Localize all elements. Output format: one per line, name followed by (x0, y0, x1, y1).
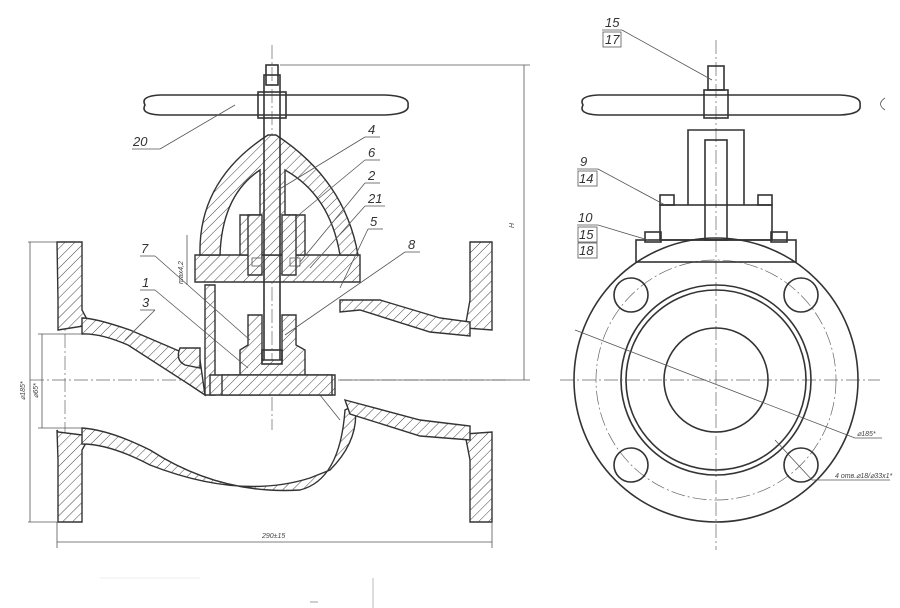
left-flange (56, 241, 92, 331)
front-view: 15 17 9 14 10 15 18 ⌀185* 4 отв.⌀18/⌀33x… (560, 15, 892, 550)
body-upper-wall (81, 317, 206, 397)
stem-front (704, 139, 728, 241)
callout-3: 3 (142, 295, 150, 310)
flange-diameter-dimension: ⌀185* (20, 381, 27, 400)
max-gap-dimension: max4,2 (178, 261, 185, 284)
section-view: H max4,2 ⌀185* ⌀65* 290±15 20 4 6 2 21 (20, 45, 530, 548)
bolt-circle (595, 259, 837, 501)
callout-6: 6 (368, 145, 376, 160)
callouts-right: 15 17 9 14 10 15 18 (577, 15, 713, 259)
bonnet-dome (199, 134, 359, 256)
callout-15-top: 15 (605, 15, 620, 30)
front-flange-diameter: ⌀185* (857, 431, 876, 438)
bottom-marks (100, 577, 374, 608)
callout-1: 1 (142, 275, 149, 290)
length-dimension: 290±15 (261, 533, 285, 540)
callout-9: 9 (580, 154, 587, 169)
valve-disc (239, 314, 306, 376)
bore-circle (663, 327, 769, 433)
body-lower-wall (81, 403, 357, 492)
callout-4: 4 (368, 122, 375, 137)
flange-diameter-leader (574, 329, 856, 439)
callouts-left: 20 4 6 2 21 5 8 7 1 3 (124, 104, 420, 369)
callout-10: 10 (578, 210, 593, 225)
flange-outer-circle (573, 237, 859, 523)
callout-21: 21 (367, 191, 382, 206)
callout-2: 2 (367, 168, 376, 183)
bonnet-flange (194, 254, 361, 283)
callout-14: 14 (579, 171, 593, 186)
callout-18: 18 (579, 243, 594, 258)
height-dimension: H (509, 222, 516, 228)
stem-nut (265, 64, 279, 86)
callout-8: 8 (408, 237, 416, 252)
bore-diameter-dimension: ⌀65* (33, 383, 40, 398)
bolt-holes (613, 277, 819, 483)
holes-dimension: 4 отв.⌀18/⌀33x1* (835, 473, 892, 480)
handwheel-front (581, 94, 861, 116)
packing-ring (251, 257, 263, 267)
handwheel (143, 94, 409, 116)
seat-ring (221, 374, 333, 396)
callout-20: 20 (132, 134, 148, 149)
right-flange (464, 241, 493, 331)
callout-5: 5 (370, 214, 378, 229)
callout-17: 17 (605, 32, 620, 47)
callout-15: 15 (579, 227, 594, 242)
callout-7: 7 (141, 241, 149, 256)
